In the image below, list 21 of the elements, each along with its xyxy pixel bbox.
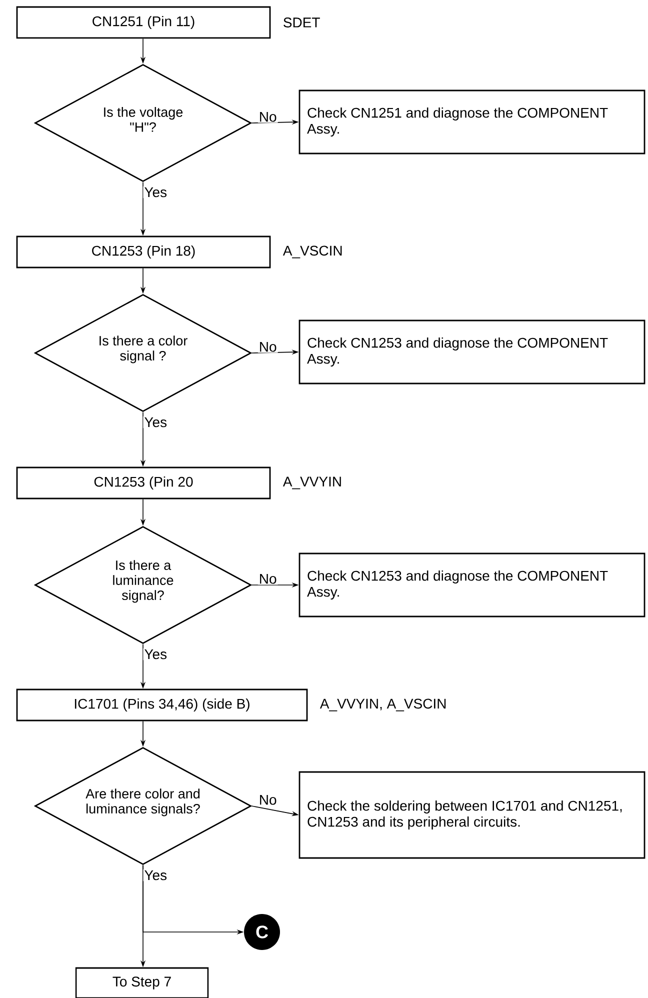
process-box: To Step 7: [75, 967, 209, 998]
action-box: Check CN1253 and diagnose the COMPONENT Assy.: [298, 552, 646, 618]
edge-label: Yes: [143, 648, 168, 660]
process-box: CN1253 (Pin 20: [16, 466, 271, 500]
signal-label: SDET: [284, 18, 320, 28]
edge-label: No: [258, 111, 278, 123]
action-box: Check the soldering between IC1701 and CN1251, CN1253 and its peripheral circuits.: [298, 771, 646, 859]
edge-label: No: [258, 341, 278, 353]
edge-label: Yes: [143, 186, 168, 198]
process-box: IC1701 (Pins 34,46) (side B): [16, 688, 308, 722]
action-box: Check CN1253 and diagnose the COMPONENT Assy.: [298, 320, 646, 384]
process-box: CN1253 (Pin 18): [16, 236, 271, 268]
edge-label: Yes: [143, 869, 168, 882]
signal-label: A_VSCIN: [282, 246, 342, 258]
edge-label: Yes: [143, 416, 168, 428]
action-box: Check CN1251 and diagnose the COMPONENT Assy.: [298, 90, 646, 154]
signal-label: A_VVYIN: [282, 476, 341, 490]
signal-label: A_VVYIN, A_VSCIN: [320, 698, 446, 712]
process-box: CN1251 (Pin 11): [16, 6, 271, 39]
edge-label: No: [258, 794, 278, 806]
edge-label: No: [258, 573, 278, 585]
